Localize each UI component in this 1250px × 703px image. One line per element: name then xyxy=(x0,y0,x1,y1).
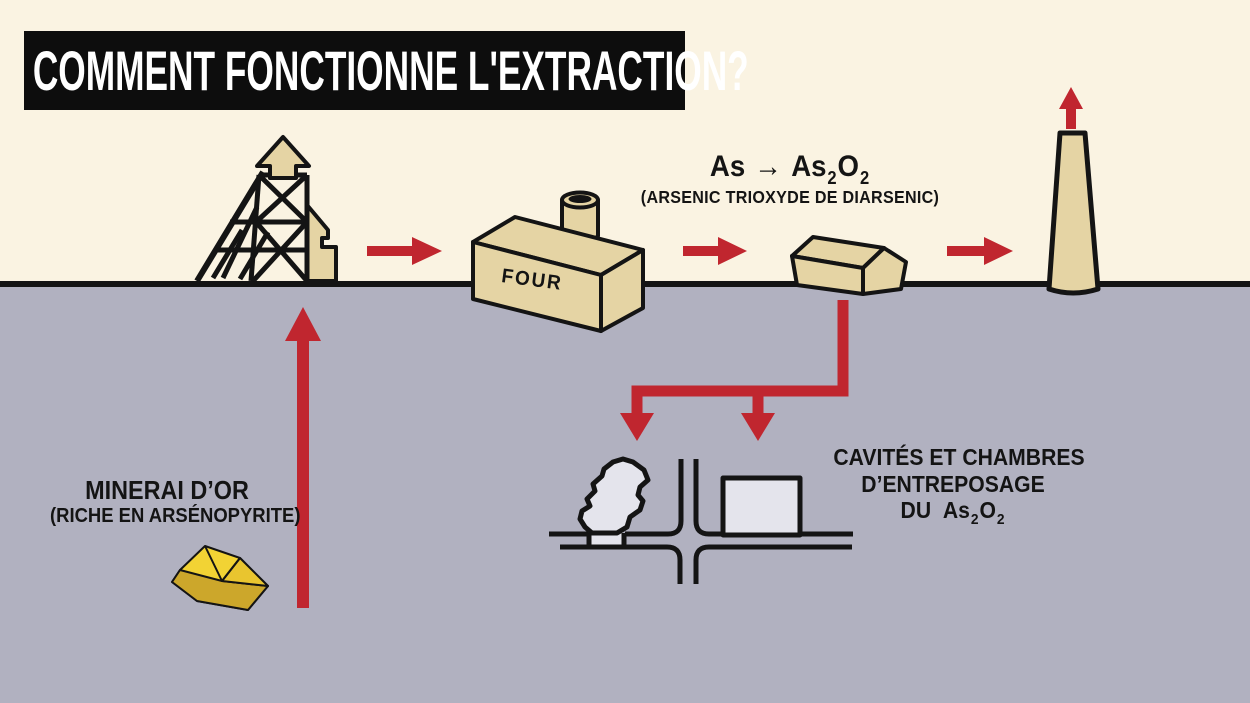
reaction-formula-block: As→As2O2 (ARSENIC TRIOXYDE DE DIARSENIC) xyxy=(624,150,955,208)
flow-arrow-3-icon xyxy=(947,237,1013,265)
pipe-opening xyxy=(568,195,592,203)
ore-label-block: MINERAI D’OR (RICHE EN ARSÉNOPYRITE) xyxy=(50,475,301,528)
headframe-shed xyxy=(305,203,338,283)
title-banner: COMMENT FONCTIONNE L'EXTRACTION? xyxy=(24,31,749,110)
flow-arrow-2-icon xyxy=(683,237,747,265)
ore-title: MINERAI D’OR xyxy=(85,475,249,505)
page-title: COMMENT FONCTIONNE L'EXTRACTION? xyxy=(32,39,749,102)
headframe-up-arrow xyxy=(255,135,311,180)
storage-flow-arrow-icon xyxy=(620,300,849,441)
product-o: O xyxy=(837,150,860,183)
product-sub-1: 2 xyxy=(827,168,837,188)
storage-line-3: DU As2O2 xyxy=(833,497,1072,528)
reaction-arrow: → xyxy=(754,150,783,183)
reactant: As xyxy=(709,150,746,183)
ore-subtitle: (RICHE EN ARSÉNOPYRITE) xyxy=(50,504,301,527)
furnace-icon xyxy=(471,190,645,333)
underground-cavity-icon xyxy=(577,456,651,536)
smokestack-icon xyxy=(1046,130,1101,296)
condenser-building-icon xyxy=(790,235,908,296)
reaction-formula: As→As2O2 xyxy=(624,150,955,188)
mine-headframe-icon xyxy=(194,135,338,283)
storage-as: As xyxy=(942,497,970,523)
storage-label-block: CAVITÉS ET CHAMBRES D’ENTREPOSAGE DU As2… xyxy=(833,444,1085,528)
storage-sub-2: 2 xyxy=(996,511,1005,528)
storage-chamber-icon xyxy=(720,475,803,538)
storage-line-1: CAVITÉS ET CHAMBRES xyxy=(833,444,1085,470)
ore-up-arrow-icon xyxy=(285,307,321,608)
storage-du: DU xyxy=(900,497,932,523)
reaction-caption: (ARSENIC TRIOXYDE DE DIARSENIC) xyxy=(640,187,940,207)
product-as: As xyxy=(791,150,827,183)
flow-arrow-1-icon xyxy=(367,237,442,265)
gold-nugget-icon xyxy=(171,545,269,611)
product-sub-2: 2 xyxy=(859,168,870,188)
storage-line-2: D’ENTREPOSAGE xyxy=(861,470,1045,497)
storage-sub-1: 2 xyxy=(970,511,979,528)
storage-o: O xyxy=(979,497,996,523)
emission-arrow-icon xyxy=(1059,87,1083,129)
